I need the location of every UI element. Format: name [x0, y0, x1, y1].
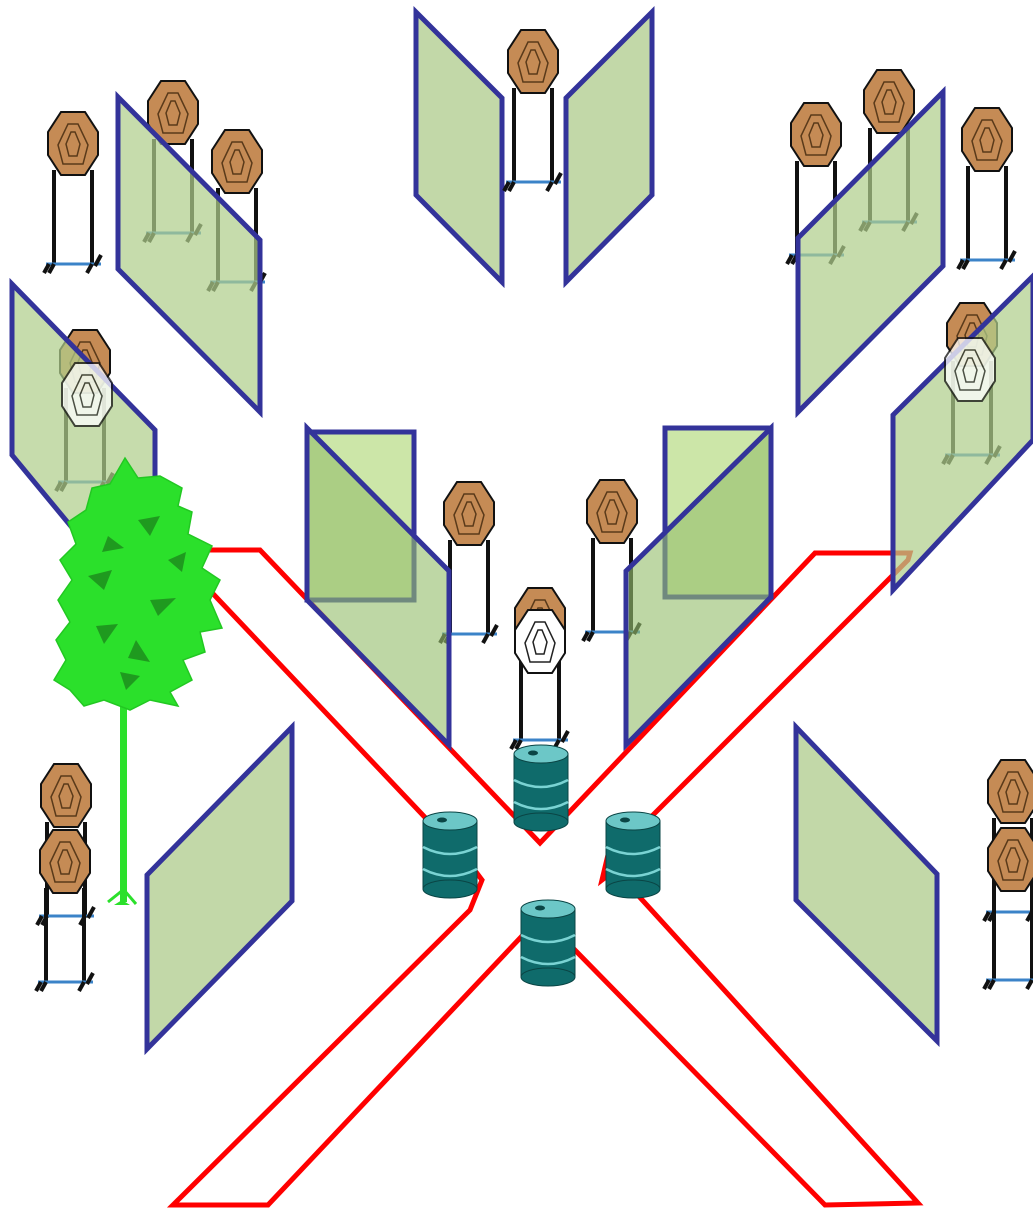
paper-target	[36, 830, 93, 991]
no-shoot-target	[62, 363, 112, 426]
vision-barrier-wall-lower-right	[796, 727, 937, 1041]
barrel-icon	[514, 745, 568, 831]
barrel-icon	[423, 812, 477, 898]
paper-target	[958, 108, 1015, 269]
paper-target	[984, 828, 1033, 989]
barrel-icon	[606, 812, 660, 898]
paper-target	[504, 30, 561, 191]
vision-barrier-wall-top-left	[416, 12, 502, 282]
barrel-icon	[521, 900, 575, 986]
no-shoot-target	[945, 338, 995, 401]
vision-barrier-wall-lower-left	[147, 727, 292, 1049]
paper-target	[44, 112, 101, 273]
no-shoot-target	[515, 610, 565, 673]
vision-barrier-wall-top-right	[566, 12, 652, 282]
